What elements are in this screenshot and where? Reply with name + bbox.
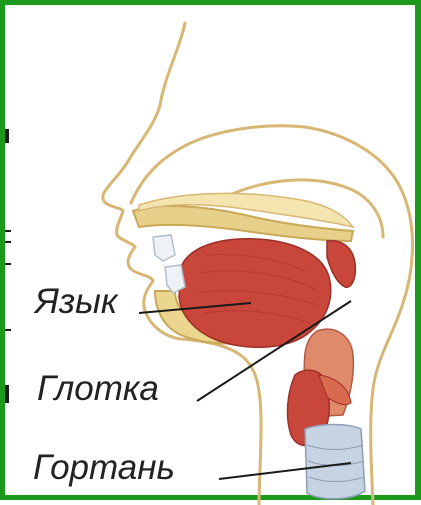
lower-teeth [165,265,185,293]
upper-teeth [153,235,175,261]
clipped-rule-bottom [5,241,11,243]
anatomy-diagram: Язык Глотка Гортань [5,5,421,505]
clipped-fragment-bottom [5,385,9,403]
trachea [305,425,365,499]
clipped-rule-low [5,329,11,331]
clipped-rule-mid [5,263,11,265]
clipped-rule-top [5,230,11,232]
clipped-fragment-top [5,129,9,143]
soft-palate [327,241,355,288]
label-larynx: Гортань [33,448,175,487]
label-tongue: Язык [33,282,119,321]
label-pharynx: Глотка [37,369,159,408]
